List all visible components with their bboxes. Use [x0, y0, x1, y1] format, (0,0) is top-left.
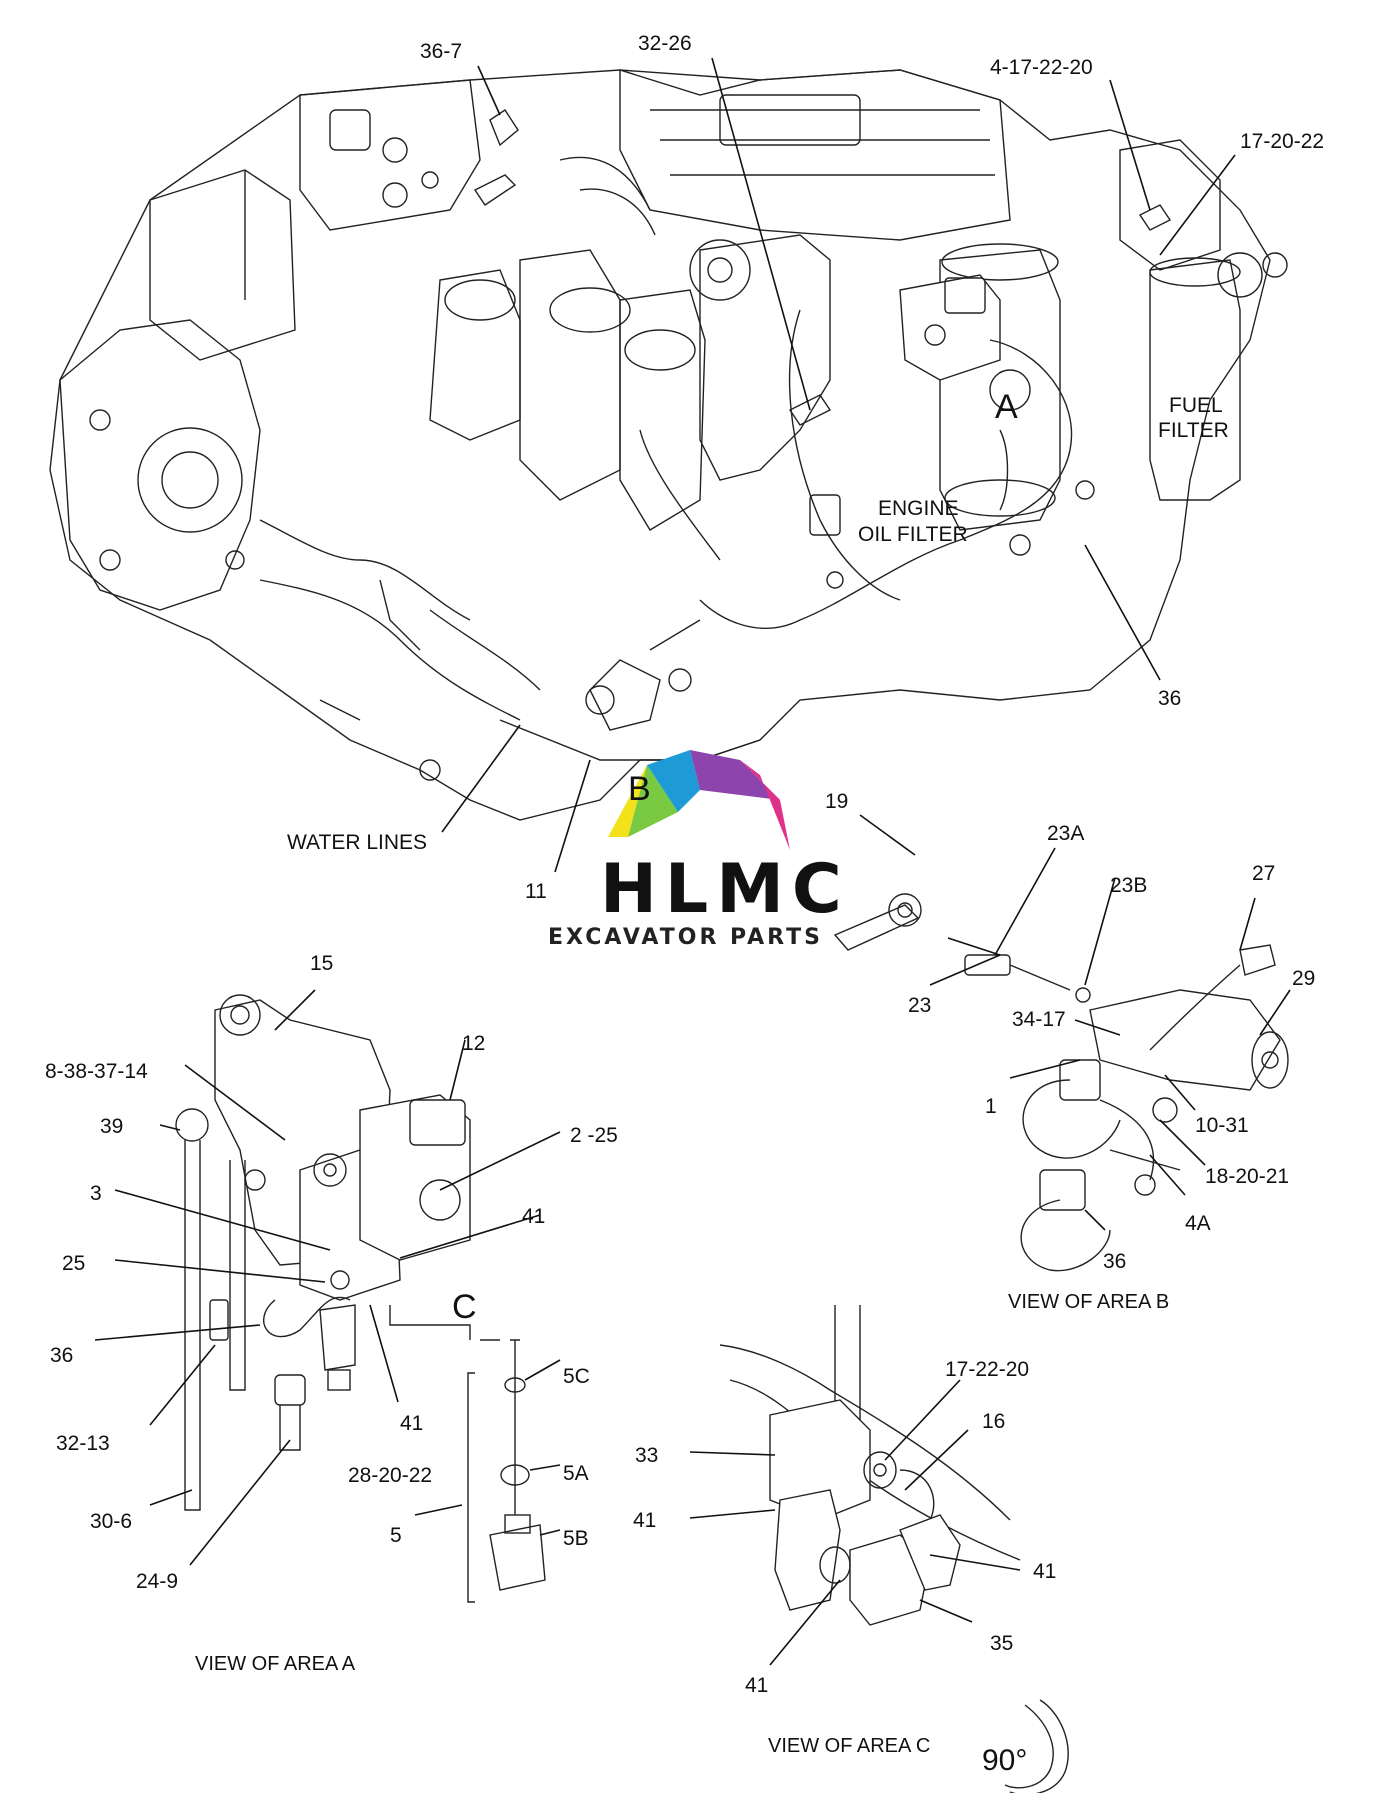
callout-3: 3	[90, 1182, 102, 1205]
callout-41-a1: 41	[522, 1205, 545, 1228]
callout-5b: 5B	[563, 1527, 589, 1550]
callout-27: 27	[1252, 862, 1275, 885]
callout-17-20-22: 17-20-22	[1240, 130, 1324, 153]
caption-view-area-c: VIEW OF AREA C	[768, 1735, 930, 1757]
engine-illustration	[49, 69, 1288, 821]
callout-41-c3: 41	[745, 1674, 768, 1697]
callout-39: 39	[100, 1115, 123, 1138]
callout-labels: 36-7 32-26 4-17-22-20 17-20-22 FUEL FILT…	[45, 32, 1324, 1777]
view-captions: VIEW OF AREA A VIEW OF AREA B VIEW OF AR…	[195, 1291, 1169, 1757]
callout-29: 29	[1292, 967, 1315, 990]
callout-12: 12	[462, 1032, 485, 1055]
callout-17-22-20: 17-22-20	[945, 1358, 1029, 1381]
callout-5: 5	[390, 1524, 402, 1547]
callout-32-13: 32-13	[56, 1432, 110, 1455]
hlmc-logo: HLMC EXCAVATOR PARTS	[548, 750, 850, 950]
callout-36-a: 36	[50, 1344, 73, 1367]
callout-33: 33	[635, 1444, 658, 1467]
callout-5c: 5C	[563, 1365, 590, 1388]
callout-34-17: 34-17	[1012, 1008, 1066, 1031]
area-c-marker: C	[452, 1288, 477, 1326]
callout-19: 19	[825, 790, 848, 813]
callout-36-b: 36	[1103, 1250, 1126, 1273]
logo-title: HLMC	[600, 850, 850, 929]
rotation-90-label: 90°	[982, 1744, 1027, 1777]
label-filter: FILTER	[1158, 419, 1229, 442]
caption-view-area-b: VIEW OF AREA B	[1008, 1291, 1169, 1313]
logo-subtitle: EXCAVATOR PARTS	[548, 925, 823, 950]
callout-35: 35	[990, 1632, 1013, 1655]
callout-32-26: 32-26	[638, 32, 692, 55]
label-oil-filter: OIL FILTER	[858, 523, 968, 546]
area-c-illustration	[719, 1305, 1069, 1793]
leader-lines	[94, 57, 1291, 1666]
callout-23: 23	[908, 994, 931, 1017]
callout-41-a2: 41	[400, 1412, 423, 1435]
callout-36-7: 36-7	[420, 40, 462, 63]
callout-23b: 23B	[1110, 874, 1147, 897]
callout-28-20-22: 28-20-22	[348, 1464, 432, 1487]
callout-41-c2: 41	[1033, 1560, 1056, 1583]
callout-36-main: 36	[1158, 687, 1181, 710]
label-engine: ENGINE	[878, 497, 959, 520]
callout-18-20-21: 18-20-21	[1205, 1165, 1289, 1188]
callout-1: 1	[985, 1095, 997, 1118]
callout-8-38-37-14: 8-38-37-14	[45, 1060, 148, 1083]
callout-25: 25	[62, 1252, 85, 1275]
area-a-marker: A	[995, 388, 1018, 426]
area-b-marker: B	[628, 770, 651, 808]
callout-30-6: 30-6	[90, 1510, 132, 1533]
callout-5a: 5A	[563, 1462, 589, 1485]
label-fuel: FUEL	[1169, 394, 1223, 417]
callout-10-31: 10-31	[1195, 1114, 1249, 1137]
callout-41-c1: 41	[633, 1509, 656, 1532]
area-b-illustration	[833, 893, 1289, 1272]
callout-23a: 23A	[1047, 822, 1084, 845]
label-water-lines: WATER LINES	[287, 831, 427, 854]
callout-11: 11	[525, 880, 547, 903]
callout-15: 15	[310, 952, 333, 975]
area-a-illustration	[175, 994, 546, 1603]
callout-24-9: 24-9	[136, 1570, 178, 1593]
callout-16: 16	[982, 1410, 1005, 1433]
callout-4a: 4A	[1185, 1212, 1211, 1235]
callout-2-25: 2 -25	[570, 1124, 618, 1147]
caption-view-area-a: VIEW OF AREA A	[195, 1653, 356, 1675]
callout-4-17-22-20: 4-17-22-20	[990, 56, 1093, 79]
